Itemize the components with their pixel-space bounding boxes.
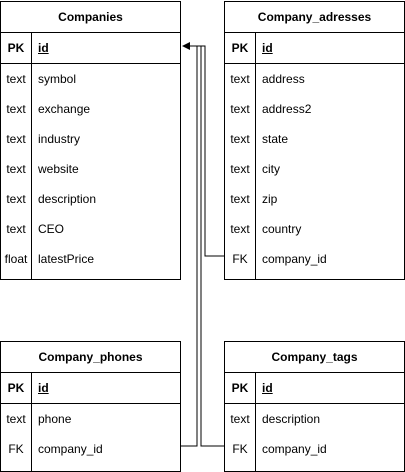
field-name: state bbox=[262, 132, 289, 146]
field-type: text bbox=[230, 132, 250, 146]
field-name: phone bbox=[38, 412, 72, 426]
field-name: latestPrice bbox=[38, 252, 95, 266]
pk-row[interactable]: PK id bbox=[1, 373, 180, 404]
pk-row[interactable]: PK id bbox=[1, 33, 180, 64]
field-row[interactable]: text website bbox=[1, 154, 180, 184]
field-row[interactable]: text description bbox=[1, 184, 180, 214]
field-row[interactable]: text description bbox=[225, 404, 404, 434]
field-type: FK bbox=[232, 252, 248, 266]
connector-phones-to-companies bbox=[181, 45, 198, 447]
field-type: text bbox=[6, 222, 26, 236]
field-type: text bbox=[6, 162, 26, 176]
table-title: Company_adresses bbox=[225, 2, 404, 33]
table-title: Company_tags bbox=[225, 342, 404, 373]
field-name: company_id bbox=[38, 442, 103, 456]
field-type: FK bbox=[8, 442, 24, 456]
field-type: text bbox=[230, 162, 250, 176]
field-name: description bbox=[262, 412, 321, 426]
field-type: text bbox=[6, 72, 26, 86]
field-type: text bbox=[230, 192, 250, 206]
pk-row[interactable]: PK id bbox=[225, 373, 404, 404]
field-name: city bbox=[262, 162, 280, 176]
field-type: text bbox=[230, 72, 250, 86]
field-name: address bbox=[262, 72, 305, 86]
field-name: website bbox=[38, 162, 79, 176]
field-name: exchange bbox=[38, 102, 91, 116]
fk-row[interactable]: FK company_id bbox=[225, 434, 404, 464]
field-name: id bbox=[262, 381, 273, 395]
field-type: text bbox=[6, 132, 26, 146]
key-type: PK bbox=[7, 381, 25, 395]
field-type: text bbox=[230, 222, 250, 236]
table-company-tags[interactable]: Company_tags PK id text description FK com… bbox=[224, 341, 405, 472]
fk-row[interactable]: FK company_id bbox=[1, 434, 180, 464]
field-name: industry bbox=[38, 132, 81, 146]
field-name: company_id bbox=[262, 442, 327, 456]
connector-tags-to-companies bbox=[184, 45, 224, 447]
column-divider bbox=[255, 33, 256, 279]
field-name: description bbox=[38, 192, 97, 206]
fk-row[interactable]: FK company_id bbox=[225, 244, 404, 274]
field-name: symbol bbox=[38, 72, 77, 86]
column-divider bbox=[255, 373, 256, 471]
field-row[interactable]: text industry bbox=[1, 124, 180, 154]
field-type: text bbox=[6, 192, 26, 206]
field-type: text bbox=[6, 412, 26, 426]
key-type: PK bbox=[7, 41, 25, 55]
field-name: CEO bbox=[38, 222, 65, 236]
table-company-phones[interactable]: Company_phones PK id text phone FK company… bbox=[0, 341, 181, 472]
field-row[interactable]: text country bbox=[225, 214, 404, 244]
field-row[interactable]: text symbol bbox=[1, 64, 180, 94]
connector-addresses-to-companies bbox=[184, 45, 224, 257]
field-row[interactable]: text phone bbox=[1, 404, 180, 434]
field-name: zip bbox=[262, 192, 278, 206]
field-type: text bbox=[230, 102, 250, 116]
field-row[interactable]: text city bbox=[225, 154, 404, 184]
field-name: address2 bbox=[262, 102, 312, 116]
pk-row[interactable]: PK id bbox=[225, 33, 404, 64]
field-row[interactable]: float latestPrice bbox=[1, 244, 180, 274]
key-type: PK bbox=[231, 41, 249, 55]
column-divider bbox=[31, 373, 32, 471]
field-row[interactable]: text state bbox=[225, 124, 404, 154]
field-row[interactable]: text address bbox=[225, 64, 404, 94]
key-type: PK bbox=[231, 381, 249, 395]
field-name: id bbox=[38, 41, 49, 55]
field-type: FK bbox=[232, 442, 248, 456]
field-name: country bbox=[262, 222, 302, 236]
field-name: id bbox=[38, 381, 49, 395]
field-name: id bbox=[262, 41, 273, 55]
field-type: text bbox=[6, 102, 26, 116]
field-row[interactable]: text address2 bbox=[225, 94, 404, 124]
table-title: Companies bbox=[1, 2, 180, 33]
field-type: float bbox=[4, 252, 28, 266]
arrowhead-icon bbox=[182, 42, 190, 50]
field-name: company_id bbox=[262, 252, 327, 266]
field-row[interactable]: text CEO bbox=[1, 214, 180, 244]
field-row[interactable]: text exchange bbox=[1, 94, 180, 124]
table-title: Company_phones bbox=[1, 342, 180, 373]
column-divider bbox=[31, 33, 32, 279]
field-type: text bbox=[230, 412, 250, 426]
